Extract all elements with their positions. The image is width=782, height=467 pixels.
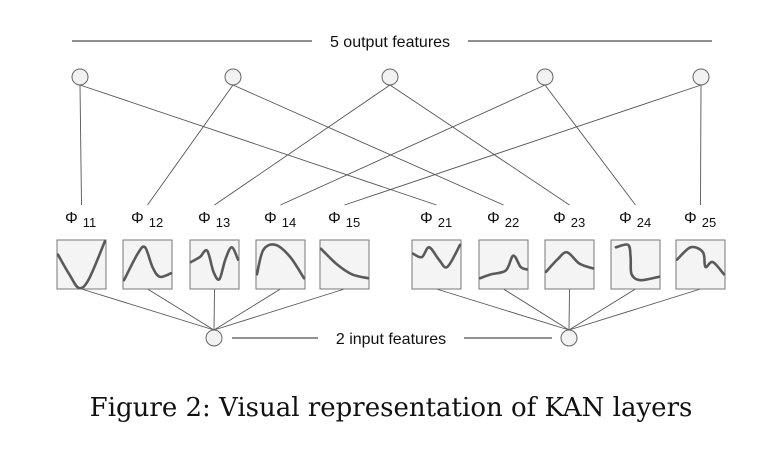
phi-label-12: Φ 12 (131, 210, 163, 230)
edge-from-input-24 (568, 288, 636, 331)
function-phi-23: Φ 23 (544, 210, 595, 290)
function-curve-23 (544, 250, 595, 274)
phi-subscript: 23 (571, 215, 585, 230)
function-curve-11 (56, 239, 107, 290)
edge-to-output-12 (147, 84, 234, 206)
phi-symbol: Φ (553, 210, 566, 227)
edge-to-output-15 (344, 84, 702, 206)
edge-to-output-21 (79, 84, 437, 206)
function-box-11 (56, 239, 107, 290)
edge-from-input-23 (568, 288, 570, 331)
input-node-1 (205, 329, 223, 347)
phi-subscript: 14 (282, 215, 296, 230)
function-box-25 (675, 239, 726, 290)
phi-symbol: Φ (264, 210, 277, 227)
phi-symbol: Φ (65, 210, 78, 227)
phi-symbol: Φ (328, 210, 341, 227)
phi-label-21: Φ 21 (420, 210, 452, 230)
edge-to-output-13 (214, 84, 391, 206)
function-curve-21 (411, 243, 462, 269)
edge-from-input-22 (503, 288, 570, 331)
function-curve-14 (255, 243, 306, 280)
phi-symbol: Φ (131, 210, 144, 227)
phi-subscript: 13 (216, 215, 230, 230)
phi-symbol: Φ (619, 210, 632, 227)
phi-label-11: Φ 11 (65, 210, 96, 230)
input-node-2 (560, 329, 578, 347)
phi-label-24: Φ 24 (619, 210, 651, 230)
phi-label-14: Φ 14 (264, 210, 296, 230)
figure-caption: Figure 2: Visual representation of KAN l… (89, 393, 693, 423)
phi-symbol: Φ (420, 210, 433, 227)
function-phi-14: Φ 14 (255, 210, 306, 290)
function-box-21 (411, 239, 462, 290)
output-node-2 (224, 68, 242, 86)
function-boxes: Φ 11 Φ 12 Φ 13 Φ 14 Φ 15 Φ 21 Φ 22 Φ 23 Φ 24 Φ 25 (56, 210, 726, 290)
phi-label-25: Φ 25 (684, 210, 716, 230)
phi-subscript: 15 (346, 215, 360, 230)
edge-from-input-11 (81, 288, 215, 331)
output-node-4 (536, 68, 554, 86)
function-curve-22 (478, 254, 529, 280)
edge-to-output-24 (544, 84, 636, 206)
output-node-5 (692, 68, 710, 86)
edge-to-output-22 (232, 84, 504, 206)
function-curve-24 (614, 243, 661, 282)
edge-from-input-25 (568, 288, 701, 331)
edge-to-output-25 (700, 84, 702, 206)
edge-to-output-23 (389, 84, 570, 206)
phi-symbol: Φ (684, 210, 697, 227)
phi-subscript: 25 (702, 215, 716, 230)
phi-subscript: 21 (438, 215, 452, 230)
node-layer (71, 68, 710, 347)
function-box-15 (319, 239, 370, 290)
phi-subscript: 11 (83, 215, 97, 230)
output-node-1 (71, 68, 89, 86)
edge-layer (79, 84, 702, 331)
function-box-22 (478, 239, 529, 290)
function-phi-11: Φ 11 (56, 210, 107, 290)
function-phi-25: Φ 25 (675, 210, 726, 290)
phi-subscript: 24 (637, 215, 651, 230)
edge-from-input-12 (147, 288, 215, 331)
output-features-label: 5 output features (330, 34, 450, 51)
function-phi-13: Φ 13 (189, 210, 240, 290)
edge-from-input-21 (436, 288, 570, 331)
function-phi-15: Φ 15 (319, 210, 370, 290)
phi-subscript: 12 (149, 215, 163, 230)
phi-symbol: Φ (487, 210, 500, 227)
function-curve-15 (319, 247, 370, 280)
input-features-label: 2 input features (336, 331, 446, 348)
phi-symbol: Φ (198, 210, 211, 227)
function-phi-22: Φ 22 (478, 210, 529, 290)
function-box-24 (610, 239, 661, 290)
edge-from-input-14 (213, 288, 281, 331)
function-phi-12: Φ 12 (122, 210, 173, 290)
function-phi-24: Φ 24 (610, 210, 661, 290)
function-box-12 (122, 239, 173, 290)
phi-label-23: Φ 23 (553, 210, 585, 230)
edge-from-input-15 (213, 288, 345, 331)
function-curve-13 (189, 245, 240, 281)
edge-to-output-14 (280, 84, 546, 206)
edge-from-input-13 (213, 288, 215, 331)
phi-label-22: Φ 22 (487, 210, 519, 230)
phi-label-13: Φ 13 (198, 210, 230, 230)
output-node-3 (381, 68, 399, 86)
phi-subscript: 22 (505, 215, 519, 230)
phi-label-15: Φ 15 (328, 210, 360, 230)
function-curve-25 (675, 245, 726, 276)
edge-to-output-11 (79, 84, 82, 206)
function-phi-21: Φ 21 (411, 210, 462, 290)
function-curve-12 (122, 245, 173, 282)
